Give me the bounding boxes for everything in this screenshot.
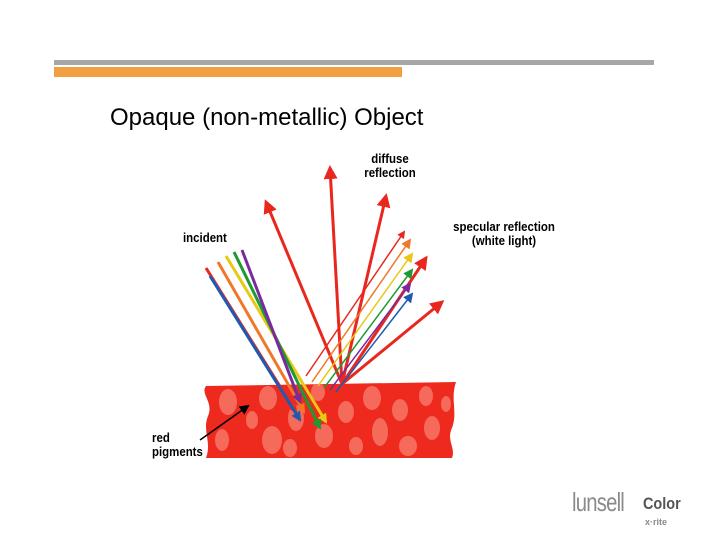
header-rule-gray	[54, 60, 654, 65]
diffuse-reflection-label: diffuse reflection	[364, 151, 416, 180]
specular-ray-green	[323, 268, 414, 389]
specular-reflection-rays	[305, 230, 414, 393]
diffuse-ray-1	[263, 199, 344, 385]
logo-color-text: Color	[643, 494, 681, 513]
red-pigments-label: red pigments	[152, 430, 203, 459]
incident-ray-violet	[240, 249, 302, 404]
specular-reflection-label: specular reflection (white light)	[453, 219, 555, 248]
diffuse-reflection-rays	[263, 165, 445, 386]
incident-ray-orange	[216, 261, 306, 414]
specular-ray-red	[305, 230, 406, 377]
diffuse-ray-5	[341, 300, 445, 386]
specular-ray-yellow	[317, 252, 414, 387]
incident-rays	[204, 249, 328, 430]
logo-munsell-text: lunsell	[572, 487, 625, 517]
diffuse-ray-2	[323, 165, 344, 385]
incident-ray-blue	[208, 275, 302, 422]
munsell-color-logo: lunsell Color	[572, 487, 681, 518]
slide-title: Opaque (non-metallic) Object	[110, 104, 424, 131]
specular-ray-blue	[335, 292, 414, 393]
header-rule-orange	[54, 67, 402, 77]
red-object-block	[204, 382, 456, 458]
incident-label: incident	[183, 230, 227, 245]
red-pigments-pointer-arrow	[199, 404, 250, 441]
specular-ray-violet	[329, 282, 412, 391]
xrite-logo: x·rite	[645, 517, 668, 527]
specular-ray-orange	[311, 238, 412, 383]
